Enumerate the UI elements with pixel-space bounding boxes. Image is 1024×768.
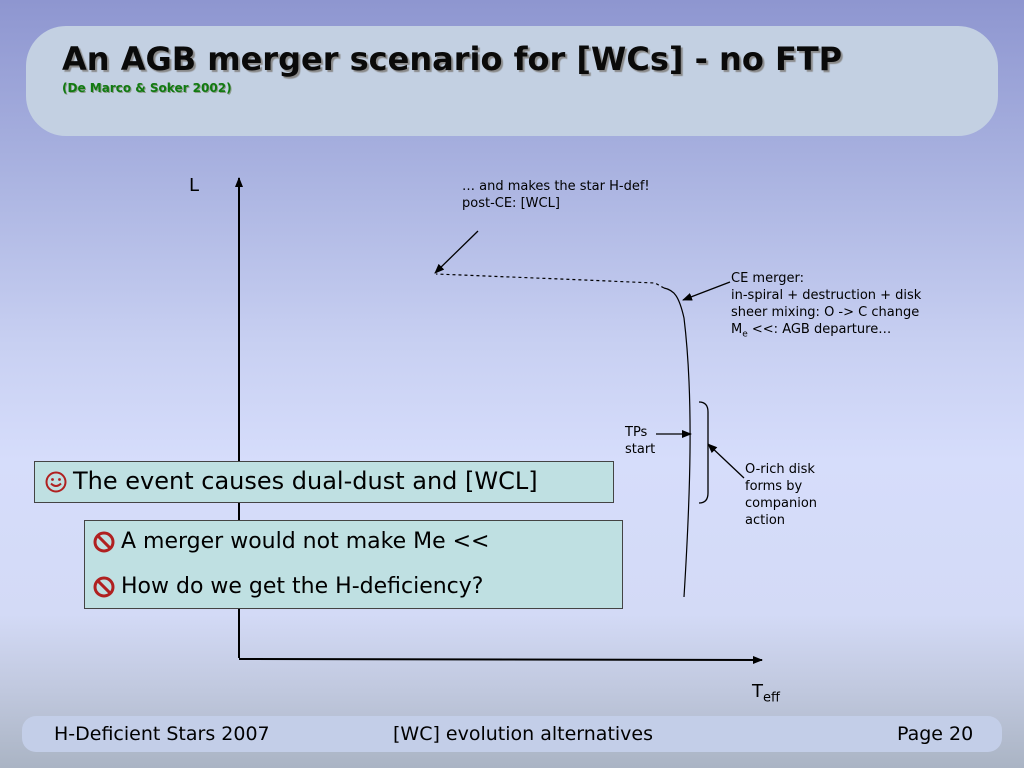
smiley-icon (45, 471, 67, 493)
negative-bullet-1: A merger would not make Me << (121, 529, 490, 554)
footer-bar: H-Deficient Stars 2007 [WC] evolution al… (22, 716, 1002, 752)
hdef-arrow (434, 230, 479, 274)
evolution-track (663, 287, 691, 598)
orich-arrow (707, 443, 745, 479)
x-axis-label: Teff (752, 681, 780, 706)
hdef-annotation: … and makes the star H-def! post-CE: [WC… (462, 179, 650, 211)
y-axis-label: L (189, 175, 200, 196)
x-axis (238, 655, 763, 664)
post-ce-track (435, 273, 665, 289)
footer-center: [WC] evolution alternatives (393, 723, 654, 745)
slide-title: An AGB merger scenario for [WCs] - no FT… (62, 40, 843, 78)
negative-bullet-2: How do we get the H-deficiency? (121, 574, 484, 599)
slide-subtitle: (De Marco & Soker 2002) (62, 81, 232, 95)
ce-arrow (682, 281, 731, 301)
footer-page-number: Page 20 (897, 723, 974, 745)
tps-annotation: TPs start (625, 425, 656, 457)
title-box: An AGB merger scenario for [WCs] - no FT… (26, 26, 998, 136)
no-entry-icon (93, 576, 115, 598)
tp-bracket (698, 401, 709, 504)
footer-left: H-Deficient Stars 2007 (54, 723, 270, 745)
positive-bullet-text: The event causes dual-dust and [WCL] (73, 467, 538, 495)
orich-annotation: O-rich disk forms by companion action (745, 462, 818, 528)
no-entry-icon (93, 531, 115, 553)
ce-merger-annotation: CE merger: in-spiral + destruction + dis… (731, 271, 922, 340)
negative-bullets-box: A merger would not make Me << How do we … (84, 520, 623, 609)
positive-bullet-box: The event causes dual-dust and [WCL] (34, 461, 614, 503)
